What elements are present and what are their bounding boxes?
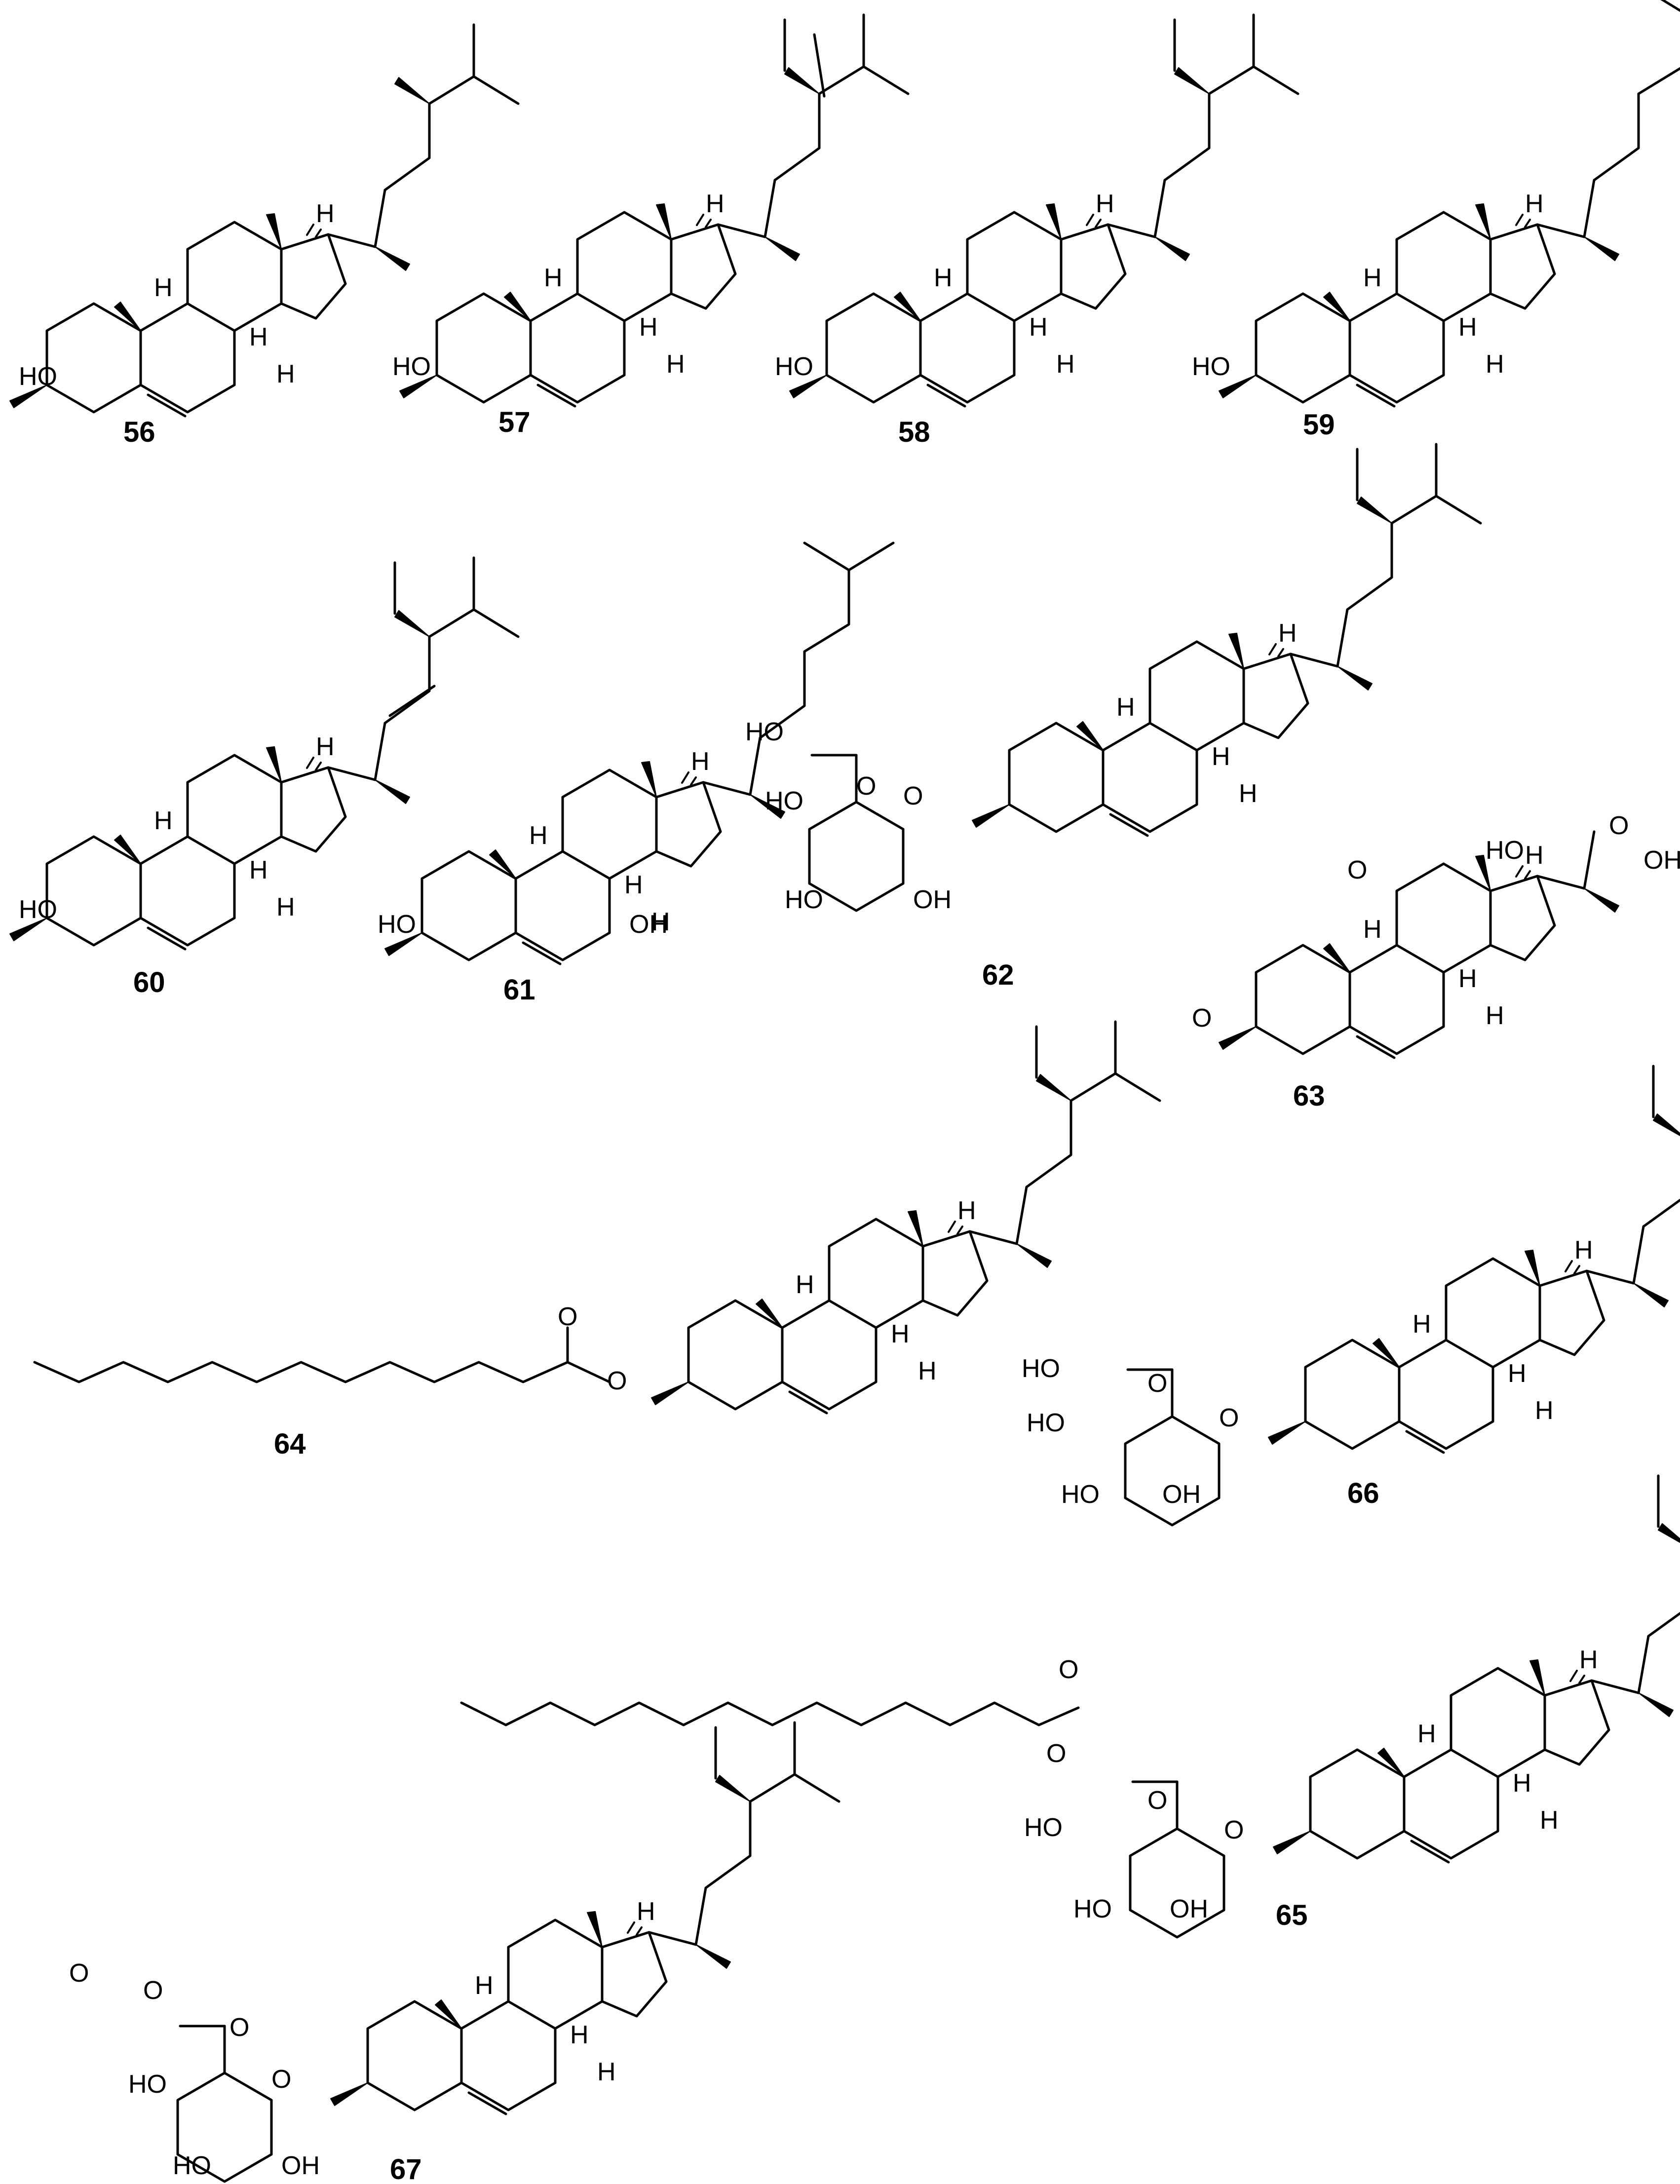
svg-text:OH: OH: [1170, 1895, 1208, 1923]
svg-text:HO: HO: [765, 787, 803, 815]
svg-text:O: O: [1219, 1404, 1239, 1432]
svg-text:O: O: [1147, 1369, 1167, 1398]
svg-text:66: 66: [1347, 1477, 1379, 1509]
svg-text:O: O: [1609, 811, 1629, 840]
svg-text:HO: HO: [1061, 1480, 1100, 1509]
svg-text:O: O: [271, 2065, 291, 2094]
svg-text:HO: HO: [745, 718, 784, 746]
svg-text:HO: HO: [1192, 352, 1230, 381]
svg-text:O: O: [1224, 1816, 1244, 1844]
svg-text:O: O: [69, 1959, 89, 1988]
compound-65: O O O O HO HO OH 65: [460, 1471, 1680, 1937]
svg-text:HO: HO: [1073, 1895, 1112, 1923]
compound-59: HO 59: [1192, 0, 1680, 441]
svg-text:HO: HO: [392, 352, 431, 381]
svg-text:HO: HO: [173, 2151, 211, 2180]
svg-text:OH: OH: [913, 885, 952, 914]
svg-text:HO: HO: [19, 895, 57, 924]
svg-text:O: O: [143, 1976, 163, 2005]
svg-text:HO: HO: [1022, 1354, 1060, 1383]
svg-text:O: O: [903, 782, 923, 810]
svg-text:O: O: [1059, 1655, 1078, 1684]
compound-64: O O 64: [33, 1022, 1160, 1460]
svg-text:67: 67: [390, 2153, 422, 2184]
svg-text:OH: OH: [1643, 846, 1680, 875]
svg-text:HO: HO: [785, 885, 823, 914]
svg-text:OH: OH: [1162, 1480, 1201, 1509]
svg-text:O: O: [1347, 856, 1367, 884]
svg-text:O: O: [558, 1303, 577, 1331]
compound-67: O O O O HO HO OH 67: [69, 1723, 839, 2184]
svg-text:HO: HO: [378, 910, 416, 939]
svg-text:O: O: [607, 1367, 627, 1395]
svg-text:62: 62: [982, 959, 1014, 991]
svg-text:56: 56: [123, 416, 155, 448]
svg-text:64: 64: [274, 1428, 306, 1460]
compound-56: HO 56: [10, 25, 518, 448]
svg-text:O: O: [1192, 1004, 1212, 1033]
svg-text:OH: OH: [629, 910, 668, 939]
svg-text:O: O: [856, 772, 876, 801]
svg-text:HO: HO: [775, 352, 813, 381]
compound-63: O O HO O OH 63: [1192, 811, 1680, 1112]
compound-61: HO OH 61: [378, 543, 893, 1006]
svg-text:60: 60: [133, 966, 165, 998]
svg-text:O: O: [229, 2013, 249, 2042]
svg-text:58: 58: [898, 416, 930, 448]
svg-text:O: O: [1046, 1739, 1066, 1768]
svg-text:HO: HO: [1024, 1813, 1063, 1842]
svg-text:OH: OH: [281, 2151, 320, 2180]
compound-66: O O HO HO HO OH 66: [1022, 1061, 1680, 1525]
svg-text:HO: HO: [1027, 1409, 1065, 1437]
svg-text:HO: HO: [128, 2070, 167, 2099]
svg-text:61: 61: [503, 974, 535, 1006]
compound-57: HO 57: [392, 15, 908, 438]
svg-text:HO: HO: [1486, 836, 1524, 865]
svg-text:59: 59: [1303, 409, 1335, 441]
svg-text:63: 63: [1293, 1080, 1325, 1112]
compound-62: O O HO HO HO OH 62: [745, 444, 1481, 991]
compound-58: HO 58: [775, 15, 1298, 448]
compound-60: HO 60: [10, 558, 518, 998]
svg-text:57: 57: [498, 406, 531, 438]
svg-text:HO: HO: [19, 362, 57, 391]
svg-text:65: 65: [1276, 1899, 1308, 1931]
svg-text:O: O: [1147, 1786, 1167, 1815]
